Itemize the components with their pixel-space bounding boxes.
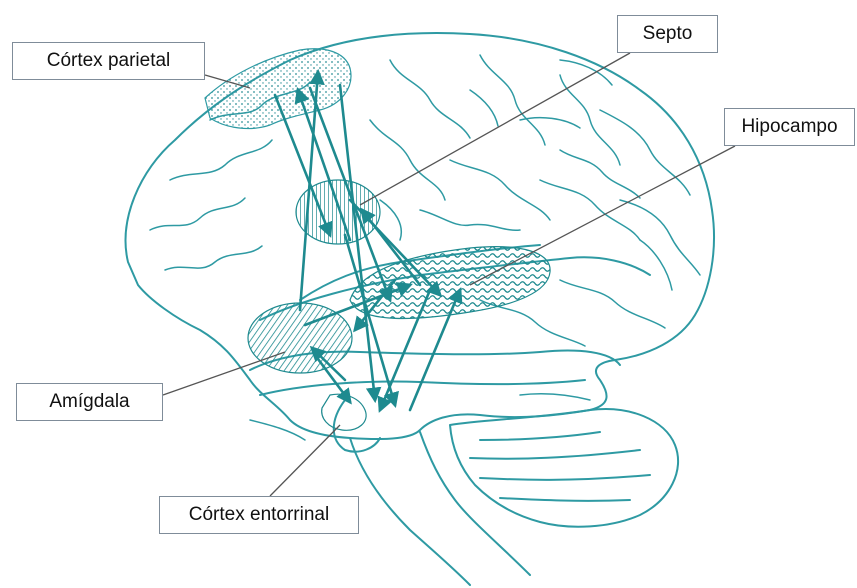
leader-amigdala	[163, 352, 285, 395]
hippocampus-region	[350, 247, 550, 319]
label-cortex-entorrinal: Córtex entorrinal	[159, 496, 359, 534]
leader-septo	[360, 53, 630, 205]
label-septo: Septo	[617, 15, 718, 53]
label-hipocampo: Hipocampo	[724, 108, 855, 146]
label-amigdala: Amígdala	[16, 383, 163, 421]
arrow-septum-entorhinal	[345, 235, 395, 405]
label-cortex-parietal: Córtex parietal	[12, 42, 205, 80]
parietal-cortex-region	[205, 49, 351, 129]
entorhinal-region	[322, 394, 366, 430]
leader-entorrinal	[270, 425, 340, 496]
leader-hipocampo	[470, 146, 735, 285]
